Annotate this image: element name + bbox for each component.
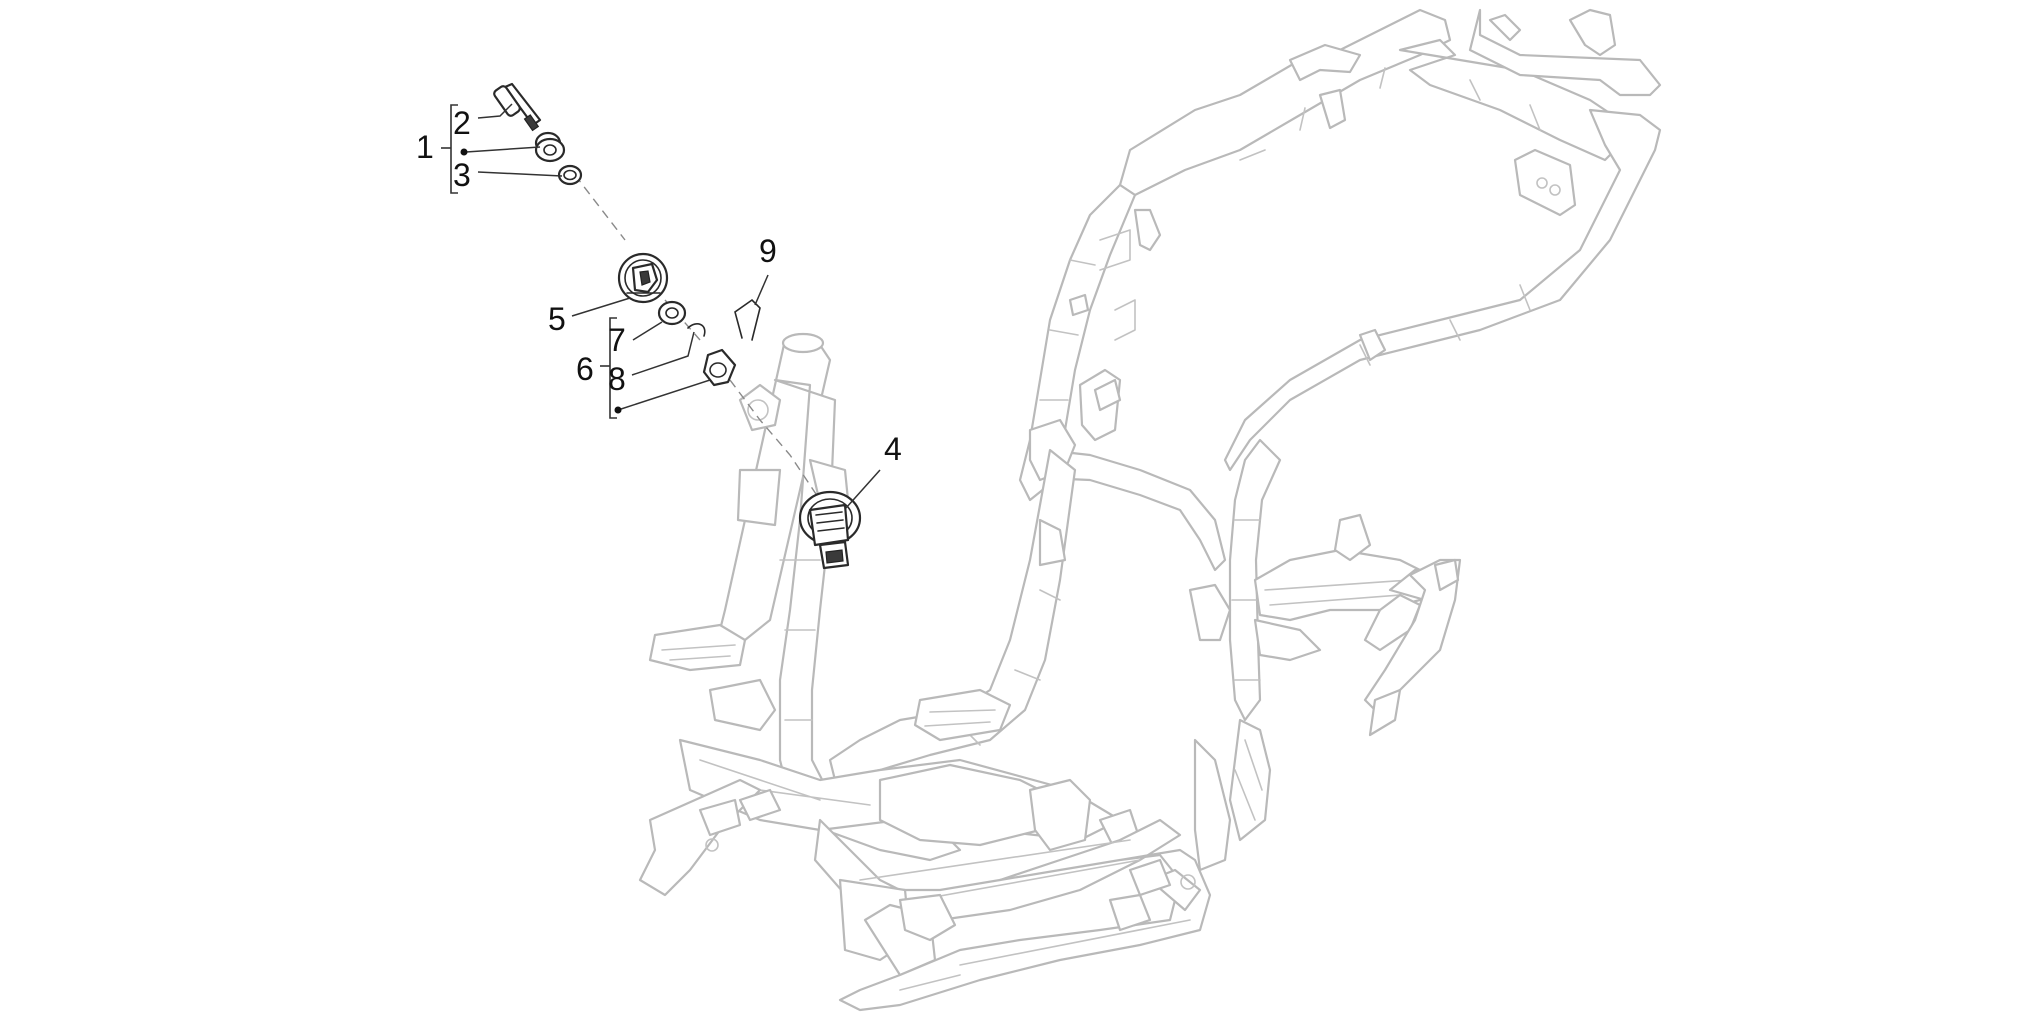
lock-barrel-part <box>534 131 566 163</box>
callout-labels: 1 2 3 4 5 6 7 8 9 <box>416 105 902 467</box>
leader-lines <box>465 103 881 509</box>
callout-6: 6 <box>576 351 594 387</box>
wire-clip-part <box>734 298 761 341</box>
callout-5: 5 <box>548 301 566 337</box>
group-bracket-6 <box>609 317 617 419</box>
lock-housing-part <box>617 252 669 304</box>
bullet-dot-group-6 <box>614 406 622 414</box>
key-part <box>493 82 542 132</box>
callout-1: 1 <box>416 129 434 165</box>
small-ring-part <box>657 300 687 326</box>
group-bracket-1 <box>450 104 458 194</box>
callout-8: 8 <box>608 361 626 397</box>
group-brackets <box>441 104 617 419</box>
callout-7: 7 <box>608 322 626 358</box>
ignition-switch-part <box>798 490 862 570</box>
lock-cylinder-part <box>702 348 737 387</box>
bullet-dot-group-1 <box>460 148 468 156</box>
callout-2: 2 <box>453 105 471 141</box>
callout-4: 4 <box>884 431 902 467</box>
spring-clip-part <box>687 323 706 337</box>
ring-part <box>557 164 583 186</box>
callout-9: 9 <box>759 233 777 269</box>
scooter-frame <box>638 8 1662 1012</box>
parts <box>493 82 862 570</box>
callout-3: 3 <box>453 157 471 193</box>
